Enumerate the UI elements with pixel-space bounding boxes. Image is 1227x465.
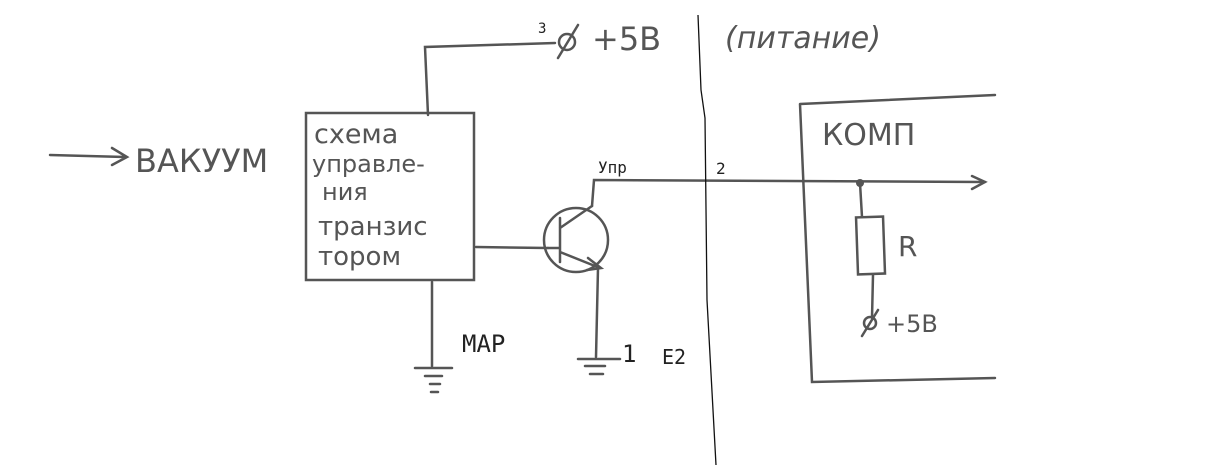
control-block	[304, 111, 476, 282]
ground-icon	[576, 266, 622, 376]
divider-line	[697, 14, 717, 465]
control-block-line: транзис	[318, 212, 428, 242]
terminal-icon	[556, 23, 580, 60]
computer-box	[798, 93, 997, 384]
resistor-icon	[854, 215, 887, 276]
control-block-line: тором	[318, 242, 401, 272]
control-block-line: управле-	[312, 150, 425, 178]
ground-icon	[413, 280, 454, 394]
signal-label: Упр	[598, 158, 627, 177]
signal-wire	[590, 178, 987, 208]
map-label: МАР	[462, 330, 505, 358]
resistor-label: R	[898, 230, 917, 263]
signal-arrow	[970, 174, 988, 191]
control-block-line: ния	[322, 178, 368, 206]
power-wire	[423, 41, 557, 117]
computer-title: КОМП	[822, 118, 915, 153]
terminal-icon	[860, 308, 880, 338]
signal-pin: 2	[716, 159, 726, 178]
input-arrow	[48, 146, 130, 167]
input-label: ВАКУУМ	[135, 142, 268, 180]
ground-pin: 1	[622, 340, 636, 368]
ground-pin-label: E2	[662, 345, 686, 369]
transistor-icon	[542, 204, 610, 274]
computer-voltage: +5В	[886, 310, 938, 338]
control-block-line: схема	[314, 119, 398, 150]
power-pin: 3	[538, 21, 546, 37]
power-voltage: +5В	[592, 20, 661, 58]
resistor-wire	[858, 181, 875, 320]
power-note: (питание)	[725, 21, 881, 56]
base-wire	[474, 245, 550, 250]
